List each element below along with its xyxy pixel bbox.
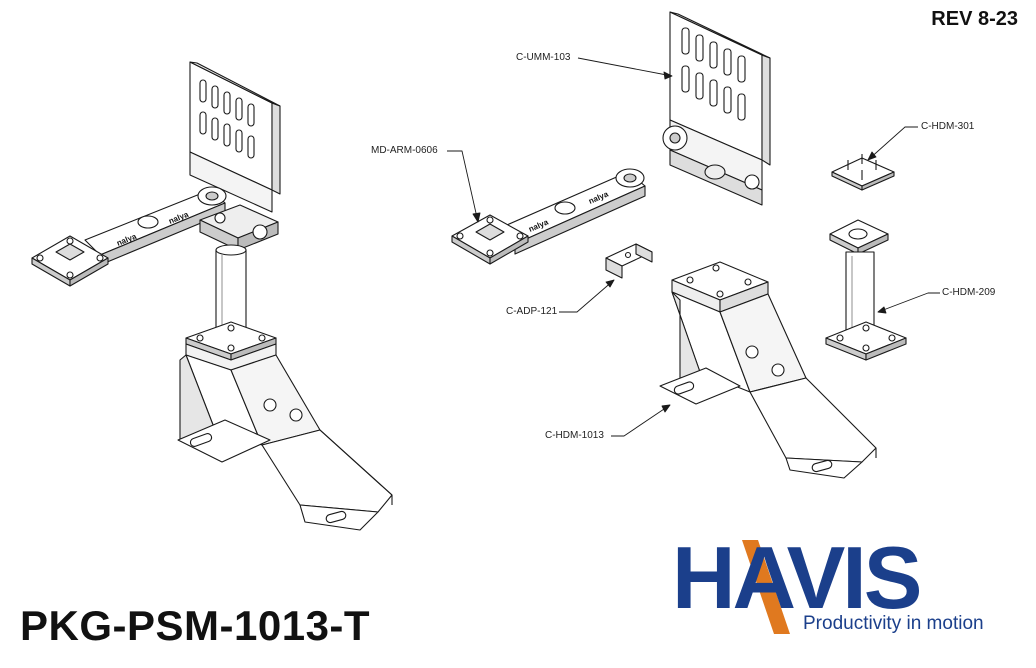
callout-c-umm-103: C-UMM-103 xyxy=(516,52,571,63)
callout-leader-lines xyxy=(447,57,940,437)
exploded-adp-121-adapter xyxy=(605,243,653,279)
exploded-arm: nalya nalya xyxy=(451,168,646,265)
callout-c-hdm-209: C-HDM-209 xyxy=(942,287,996,298)
assembled-swivel-head xyxy=(199,204,279,251)
havis-tagline: Productivity in motion xyxy=(803,613,984,634)
exploded-hdm-301-plate xyxy=(831,154,895,191)
assembled-arm: nalya nalya xyxy=(84,186,227,266)
revision-label: REV 8-23 xyxy=(931,8,1018,30)
assembled-mount-view: nalya nalya xyxy=(31,61,393,531)
callout-c-hdm-1013: C-HDM-1013 xyxy=(545,430,604,441)
logo-orange-slash xyxy=(742,540,790,634)
callout-c-adp-121: C-ADP-121 xyxy=(506,306,558,317)
assembled-vesa-plate xyxy=(31,235,109,287)
callout-md-arm-0606: MD-ARM-0606 xyxy=(371,145,438,156)
exploded-hdm-209-pole xyxy=(825,219,907,361)
havis-logo-wordmark: HAVIS xyxy=(672,528,922,627)
assembled-vehicle-base xyxy=(177,343,393,531)
package-number-title: PKG-PSM-1013-T xyxy=(20,602,371,649)
callout-c-hdm-301: C-HDM-301 xyxy=(921,121,975,132)
exploded-umm-plate xyxy=(662,11,771,206)
assembled-mounting-plate xyxy=(189,61,281,213)
exploded-hdm-1013-base xyxy=(659,261,877,479)
